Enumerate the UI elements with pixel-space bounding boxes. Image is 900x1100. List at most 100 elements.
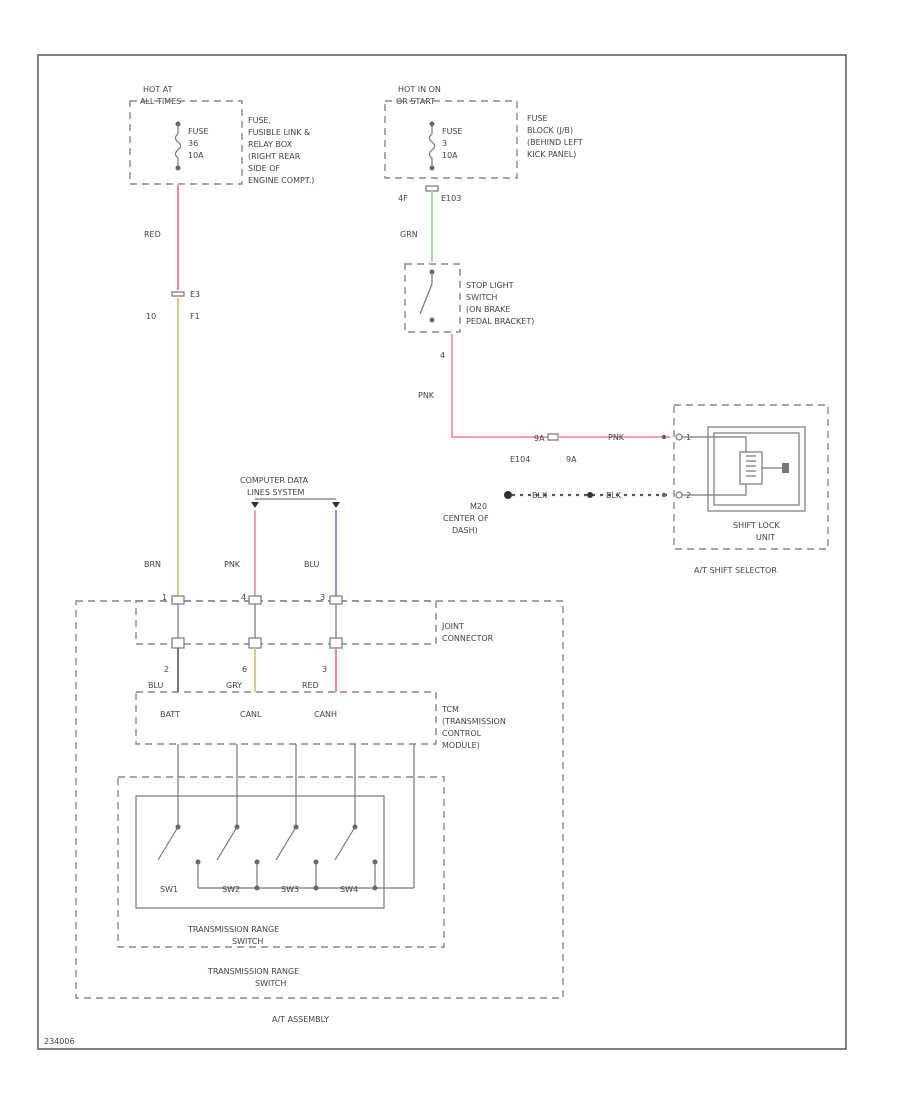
sw4-label: SW4 xyxy=(340,885,358,894)
stop-switch-enclosure xyxy=(404,263,461,333)
tcm-pin-2: 6 xyxy=(242,665,247,674)
fuse2-fuse-line-3: 10A xyxy=(442,151,458,160)
stop-light-switch: STOP LIGHT SWITCH (ON BRAKE PEDAL BRACKE… xyxy=(404,263,534,333)
connector-e103-label: E103 xyxy=(441,194,461,203)
sw1-blade xyxy=(157,826,179,861)
shift-lock-unit-inner xyxy=(713,432,800,506)
connector-f1-pin: 10 xyxy=(146,312,156,321)
diagram-code: 234006 xyxy=(44,1037,75,1046)
connector-e3-body xyxy=(171,291,185,297)
shift-lock-unit-outline xyxy=(707,426,806,512)
wire-pnk-shift-label: PNK xyxy=(608,433,625,442)
tcm-label-3: CONTROL xyxy=(442,729,482,738)
joint-connector-label-2: CONNECTOR xyxy=(442,634,494,643)
range-inner-label-1: TRANSMISSION RANGE xyxy=(187,925,279,934)
stop-switch-label-2: SWITCH xyxy=(466,293,497,302)
fuse1-loc-4: (RIGHT REAR xyxy=(248,152,301,161)
shift-selector: 1 2 SHIFT LOCK UNIT xyxy=(673,404,829,550)
data-lines-label-1: COMPUTER DATA xyxy=(240,476,309,485)
tcm-canl-label: CANL xyxy=(240,710,262,719)
fuse1-fuse-line-2: 36 xyxy=(188,139,198,148)
at-assembly-enclosure xyxy=(75,600,564,999)
ground-label-2: CENTER OF xyxy=(443,514,489,523)
fuse-box-1: HOT AT ALL TIMES FUSE 36 10A FUSE, FUSIB… xyxy=(129,85,314,185)
wire-blu-tcm-label: BLU xyxy=(148,681,164,690)
sw4-blade xyxy=(334,826,356,861)
wire-blk-label-2: BLK xyxy=(606,491,622,500)
joint-connector-label-1: JOINT xyxy=(441,622,464,631)
fuse2-terminal-bottom xyxy=(429,165,435,171)
shift-selector-label: A/T SHIFT SELECTOR xyxy=(694,566,777,575)
joint-pin-3: 3 xyxy=(320,593,325,602)
fuse1-hot-label-1: HOT AT xyxy=(143,85,173,94)
fuse-box-2: HOT IN ON OR START FUSE 3 10A FUSE BLOCK… xyxy=(384,85,583,179)
ground-point xyxy=(504,491,512,499)
sw3-label: SW3 xyxy=(281,885,299,894)
tcm-canh-label: CANH xyxy=(314,710,337,719)
wire-gry-tcm-label: GRY xyxy=(226,681,242,690)
wire-pnk-data-label: PNK xyxy=(224,560,241,569)
joint-terminals xyxy=(171,595,343,649)
joint-connector-enclosure xyxy=(135,600,437,645)
fuse2-hot-label-1: HOT IN ON xyxy=(398,85,441,94)
tcm-batt-label: BATT xyxy=(160,710,180,719)
stop-switch-label-4: PEDAL BRACKET) xyxy=(466,317,534,326)
connector-e104-body xyxy=(547,433,559,441)
range-inner-label-2: SWITCH xyxy=(232,937,263,946)
connector-e104-pin: 9A xyxy=(534,434,545,443)
tcm-pin-1: 2 xyxy=(164,665,169,674)
shift-lock-solenoid-icon xyxy=(739,451,763,485)
wire-brn-label: BRN xyxy=(144,560,161,569)
fuse1-loc-3: RELAY BOX xyxy=(248,140,293,149)
wire-blu-data-label: BLU xyxy=(304,560,320,569)
tcm-label-4: MODULE) xyxy=(442,741,480,750)
range-switch-body xyxy=(135,795,385,909)
stop-switch-label-1: STOP LIGHT xyxy=(466,281,514,290)
wire-blk-label-1: BLK xyxy=(532,491,548,500)
tcm-pin-3: 3 xyxy=(322,665,327,674)
joint-pin-1: 1 xyxy=(162,593,167,602)
shift-lock-label-1: SHIFT LOCK xyxy=(733,521,780,530)
fuse2-loc-3: (BEHIND LEFT xyxy=(527,138,583,147)
fuse1-fuse-symbol xyxy=(174,133,182,159)
fuse2-enclosure xyxy=(384,100,518,179)
diagram-frame xyxy=(37,54,847,1050)
wire-red-tcm-label: RED xyxy=(302,681,319,690)
fuse1-loc-6: ENGINE COMPT.) xyxy=(248,176,314,185)
range-switch-contacts xyxy=(157,744,415,891)
connector-e103-pin: 4F xyxy=(398,194,408,203)
tcm-enclosure xyxy=(135,691,437,745)
shift-selector-enclosure xyxy=(673,404,829,550)
fuse2-loc-4: KICK PANEL) xyxy=(527,150,576,159)
range-outer-label-1: TRANSMISSION RANGE xyxy=(207,967,299,976)
data-lines-label-2: LINES SYSTEM xyxy=(247,488,304,497)
connector-e3-label: E3 xyxy=(190,290,200,299)
sw2-label: SW2 xyxy=(222,885,240,894)
ground-splice xyxy=(587,492,593,498)
sw1-label: SW1 xyxy=(160,885,178,894)
tcm-label-2: (TRANSMISSION xyxy=(442,717,506,726)
shift-lock-label-2: UNIT xyxy=(756,533,775,542)
fuse1-enclosure xyxy=(129,100,243,185)
sw2-blade xyxy=(216,826,238,861)
connector-e104-num: 9A xyxy=(566,455,577,464)
fuse1-terminal-bottom xyxy=(175,165,181,171)
fuse2-fuse-line-2: 3 xyxy=(442,139,447,148)
ground-label-1: M20 xyxy=(470,502,487,511)
fuse2-fuse-line-1: FUSE xyxy=(442,127,463,136)
fuse1-fuse-line-3: 10A xyxy=(188,151,204,160)
joint-pin-2: 4 xyxy=(241,593,246,602)
at-assembly-label: A/T ASSEMBLY xyxy=(272,1015,329,1024)
ground-label-3: DASH) xyxy=(452,526,478,535)
wire-red-label: RED xyxy=(144,230,161,239)
fuse2-loc-2: BLOCK (J/B) xyxy=(527,126,573,135)
range-outer-label-2: SWITCH xyxy=(255,979,286,988)
data-arrow-left-icon xyxy=(251,502,259,508)
shift-lock-plunger-icon xyxy=(782,463,789,473)
tcm-label-1: TCM xyxy=(441,705,459,714)
fuse1-loc-2: FUSIBLE LINK & xyxy=(248,128,310,137)
fuse1-loc-1: FUSE, xyxy=(248,116,271,125)
fuse2-fuse-symbol xyxy=(428,133,436,159)
connector-e103-body xyxy=(425,185,439,192)
